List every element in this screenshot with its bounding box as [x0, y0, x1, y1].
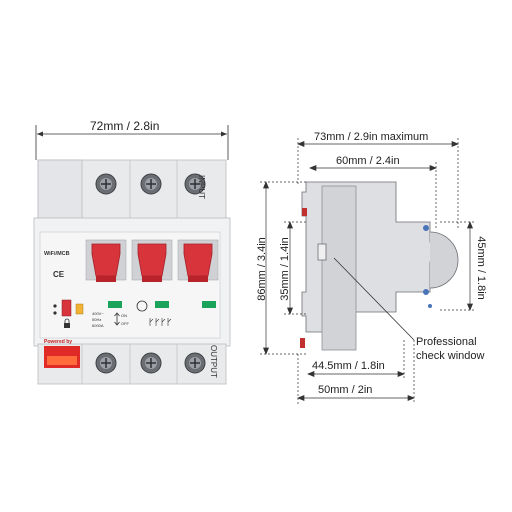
width-dimension-line	[35, 125, 229, 160]
rating-capacity: 6000A	[92, 323, 104, 328]
rating-voltage: 400V~	[92, 311, 104, 316]
din-clip-top	[302, 208, 307, 216]
height-86-label: 86mm / 3.4in	[256, 237, 268, 301]
wifi-button	[75, 303, 84, 315]
lock-icon	[64, 318, 70, 328]
callout-leader-line	[333, 257, 415, 341]
bottom-screw-3	[184, 352, 206, 374]
on-label: ON	[121, 313, 127, 318]
bottom-screw-2	[140, 352, 162, 374]
check-window-callout-line2: check window	[416, 350, 485, 362]
off-label: OFF	[121, 321, 129, 326]
model-label: WiFi/MCB	[44, 251, 70, 257]
handle-2	[131, 239, 173, 282]
rating-frequency: 50Hz	[92, 317, 102, 322]
output-label: OUTPUT	[209, 345, 218, 378]
dim-lines-side	[260, 138, 476, 404]
input-label: INPUT	[197, 175, 206, 199]
certification-mark-icon	[136, 300, 148, 312]
ce-mark: CE	[53, 270, 65, 279]
overall-width-label: 73mm / 2.9in maximum	[314, 131, 429, 143]
height-35-label: 35mm / 1.4in	[279, 237, 291, 301]
circuit-symbol-icon	[149, 318, 172, 326]
on-off-arrow-icon	[114, 312, 120, 326]
check-window-2	[155, 301, 169, 308]
status-led-icon	[53, 304, 57, 308]
depth-50-label: 50mm / 2in	[318, 384, 373, 396]
status-led-icon-2	[53, 311, 57, 315]
handle-1	[85, 239, 127, 282]
check-window-callout-line1: Professional	[416, 336, 477, 348]
side-screw-icon-2	[423, 289, 429, 295]
height-45-label: 45mm / 1.8in	[475, 236, 487, 300]
width-60-label: 60mm / 2.4in	[336, 155, 400, 167]
depth-44-label: 44.5mm / 1.8in	[312, 360, 385, 372]
side-view-drawing	[301, 181, 459, 351]
top-screw-2	[140, 173, 162, 195]
handle-3	[177, 239, 219, 282]
top-screw-1	[95, 173, 117, 195]
mode-switch	[61, 299, 72, 317]
top-screw-3	[184, 173, 206, 195]
side-screw-icon-1	[423, 225, 429, 231]
din-clip-bottom	[300, 338, 305, 348]
width-dimension-label: 72mm / 2.8in	[90, 119, 160, 133]
side-screw-icon-3	[428, 304, 432, 308]
check-window-3	[202, 301, 216, 308]
bottom-screw-1	[95, 352, 117, 374]
check-window-1	[108, 301, 122, 308]
powered-by-label: Powered by	[44, 339, 73, 345]
